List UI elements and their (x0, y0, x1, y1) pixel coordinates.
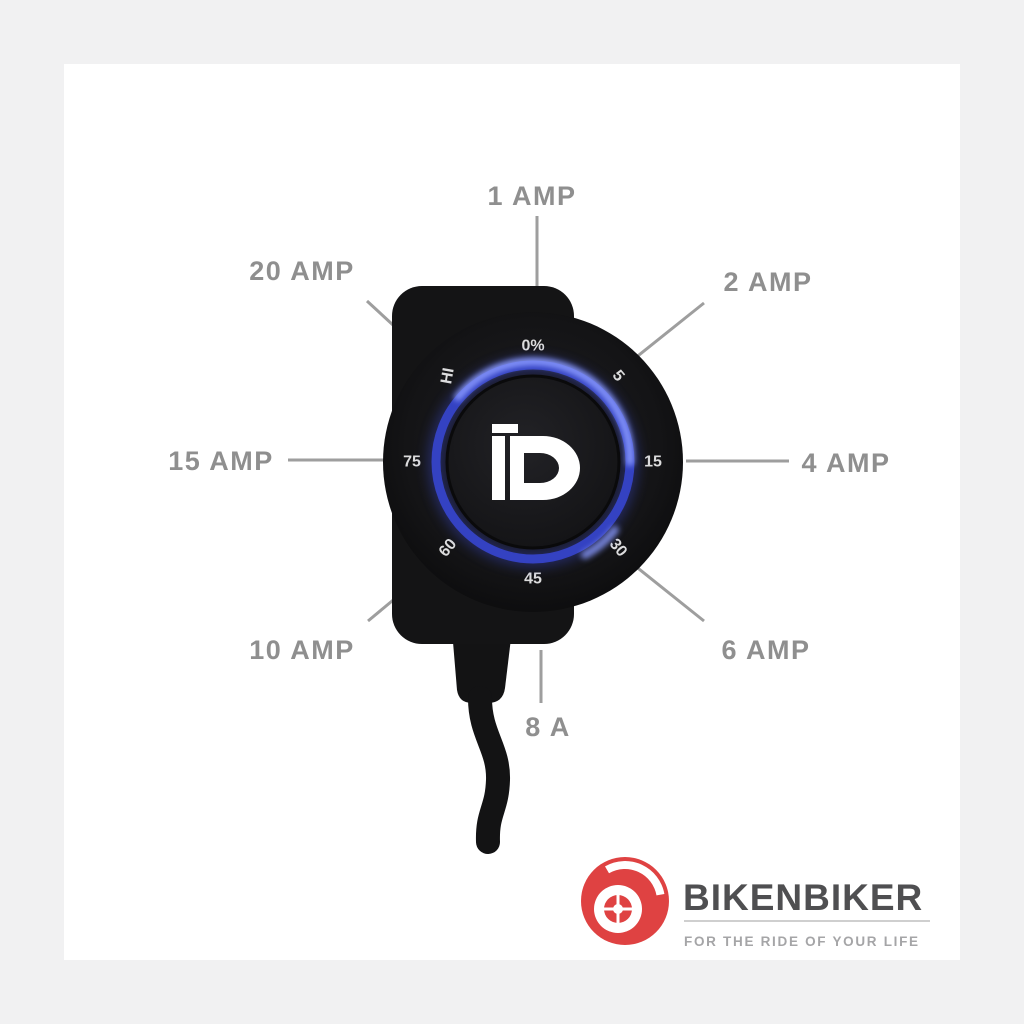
dial-mark-15: 15 (644, 454, 662, 471)
device-logo-d-icon (492, 424, 580, 500)
annotation-4amp: 4 AMP (801, 448, 890, 478)
annotation-15amp: 15 AMP (168, 446, 274, 476)
led-ring-bright-arc (454, 357, 635, 466)
brand-name: BIKENBIKER (683, 877, 923, 918)
annotation-10amp: 10 AMP (249, 635, 355, 665)
dial-mark-45: 45 (524, 571, 542, 588)
annotation-6amp: 6 AMP (721, 635, 810, 665)
led-ring-bright-arc-2 (581, 526, 619, 559)
dial-mark-0: 0% (521, 338, 544, 355)
annotation-1amp: 1 AMP (487, 181, 576, 211)
dial-mark-hi: HI (438, 367, 458, 386)
callout-line-6amp (633, 563, 705, 623)
dial-mark-75: 75 (403, 454, 421, 471)
dial-center-button (445, 374, 621, 550)
annotation-labels: 1 AMP 2 AMP 4 AMP 6 AMP 8 A 10 AMP 15 AM… (168, 181, 890, 742)
brand-tagline: FOR THE RIDE OF YOUR LIFE (684, 934, 920, 949)
annotation-8a: 8 A (525, 712, 571, 742)
device-connector (452, 630, 512, 703)
led-ring (428, 357, 638, 567)
device: 0% 5 15 30 45 60 75 HI (383, 286, 683, 854)
device-cable (468, 686, 510, 854)
annotation-20amp: 20 AMP (249, 256, 355, 286)
annotation-2amp: 2 AMP (723, 267, 812, 297)
brand-block: BIKENBIKER FOR THE RIDE OF YOUR LIFE (581, 857, 930, 949)
callout-line-2amp (633, 301, 705, 361)
brand-logo-icon (581, 857, 669, 945)
